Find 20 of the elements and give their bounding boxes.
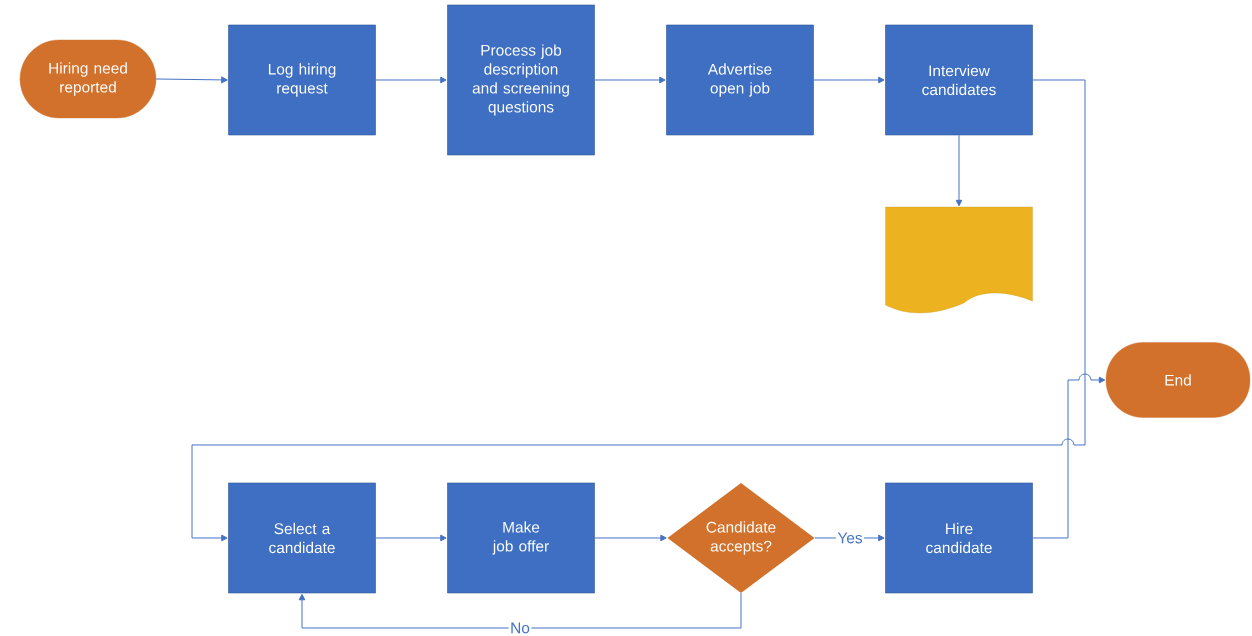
document-shape xyxy=(885,206,1033,314)
arrow xyxy=(375,76,447,84)
arrow xyxy=(594,534,667,542)
arrow xyxy=(298,592,742,629)
process-box: Interview candidates xyxy=(885,24,1033,136)
process-box: Advertise open job xyxy=(666,24,814,136)
arrow xyxy=(594,76,666,84)
process-box: Select a candidate xyxy=(228,482,376,594)
edge-label: Yes xyxy=(837,532,863,544)
arrow xyxy=(955,134,963,207)
process-box: Make job offer xyxy=(447,482,595,594)
process-box: Process job description and screening questions xyxy=(447,4,595,156)
arrow xyxy=(375,534,447,542)
process-box: Log hiring request xyxy=(228,24,376,136)
arrow xyxy=(155,76,228,84)
edge-label: No xyxy=(511,622,530,634)
arrow xyxy=(813,76,885,84)
process-box: Hire candidate xyxy=(885,482,1033,594)
arrow xyxy=(1032,373,1106,539)
arrow xyxy=(191,79,1086,542)
